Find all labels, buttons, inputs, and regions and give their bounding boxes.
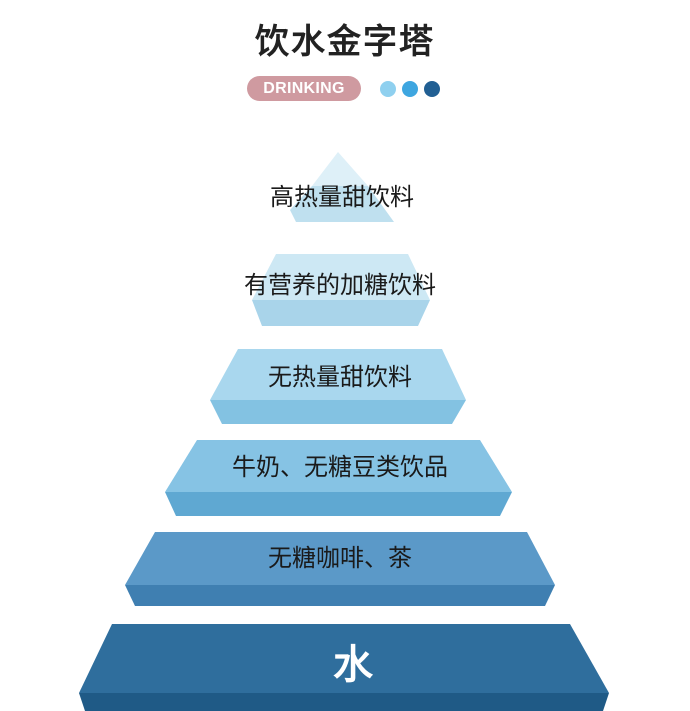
tier-label-milk-soy: 牛奶、无糖豆类饮品 bbox=[232, 453, 448, 481]
tier-zero-calorie-sweet: 无热量甜饮料 bbox=[210, 349, 466, 424]
drinking-tag: DRINKING bbox=[247, 76, 361, 101]
tier-label-coffee-tea: 无糖咖啡、茶 bbox=[268, 544, 412, 572]
tier-milk-soy: 牛奶、无糖豆类饮品 bbox=[165, 440, 512, 516]
tier-sugary-high-calorie: 高热量甜饮料 bbox=[270, 152, 414, 222]
tier-nutritious-sweetened: 有营养的加糖饮料 bbox=[244, 254, 436, 326]
tier-label-water: 水 bbox=[333, 642, 374, 688]
tier-coffee-tea: 无糖咖啡、茶 bbox=[125, 532, 555, 606]
page-title: 饮水金字塔 bbox=[255, 22, 435, 62]
tier-label-nutritious-sweetened: 有营养的加糖饮料 bbox=[244, 271, 436, 299]
decor-dot-dark bbox=[424, 81, 440, 97]
tier-label-zero-calorie-sweet: 无热量甜饮料 bbox=[268, 363, 412, 391]
tier-label-sugary-high-calorie: 高热量甜饮料 bbox=[270, 183, 414, 211]
tier-water: 水 bbox=[79, 624, 609, 711]
decor-dot-medium bbox=[402, 81, 418, 97]
decor-dot-light bbox=[380, 81, 396, 97]
